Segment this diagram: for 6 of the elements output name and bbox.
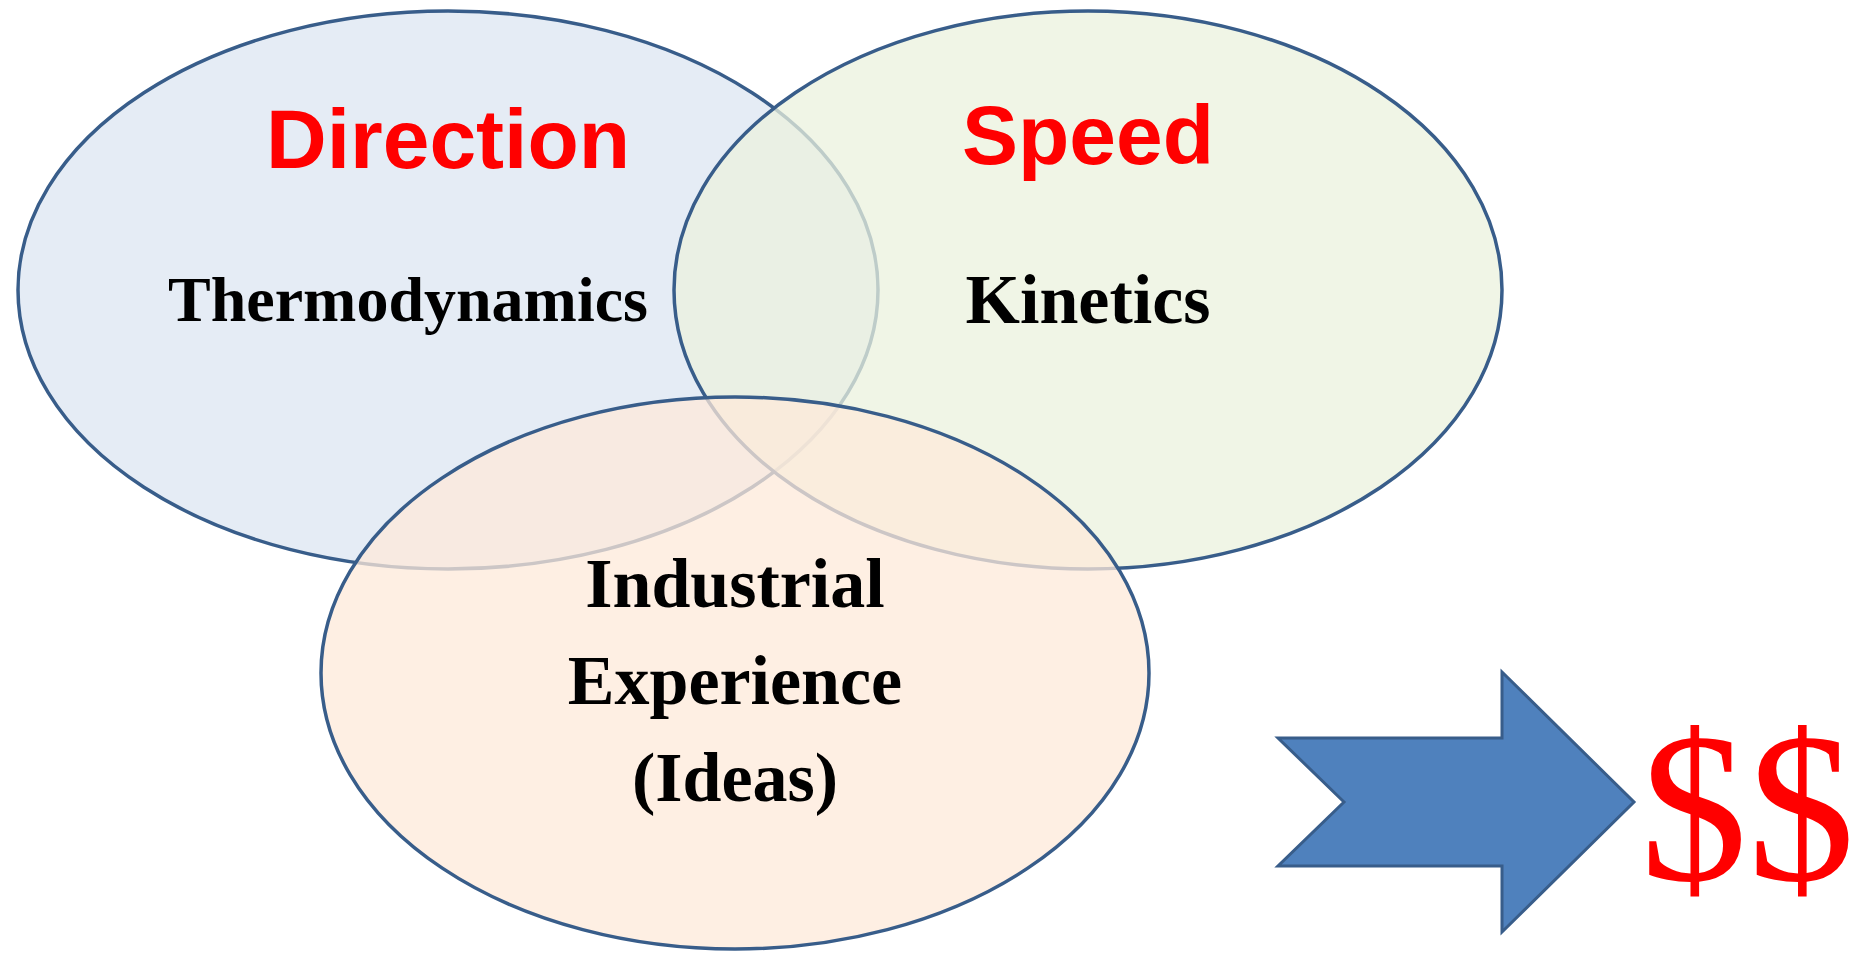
circle-label: Thermodynamics	[168, 263, 648, 337]
circle-label: Kinetics	[965, 260, 1211, 340]
block-arrow	[1274, 668, 1637, 936]
result-text: $$	[1640, 700, 1855, 915]
circle-label: Industrial Experience (Ideas)	[566, 544, 904, 818]
heading-text: Direction	[265, 97, 631, 181]
